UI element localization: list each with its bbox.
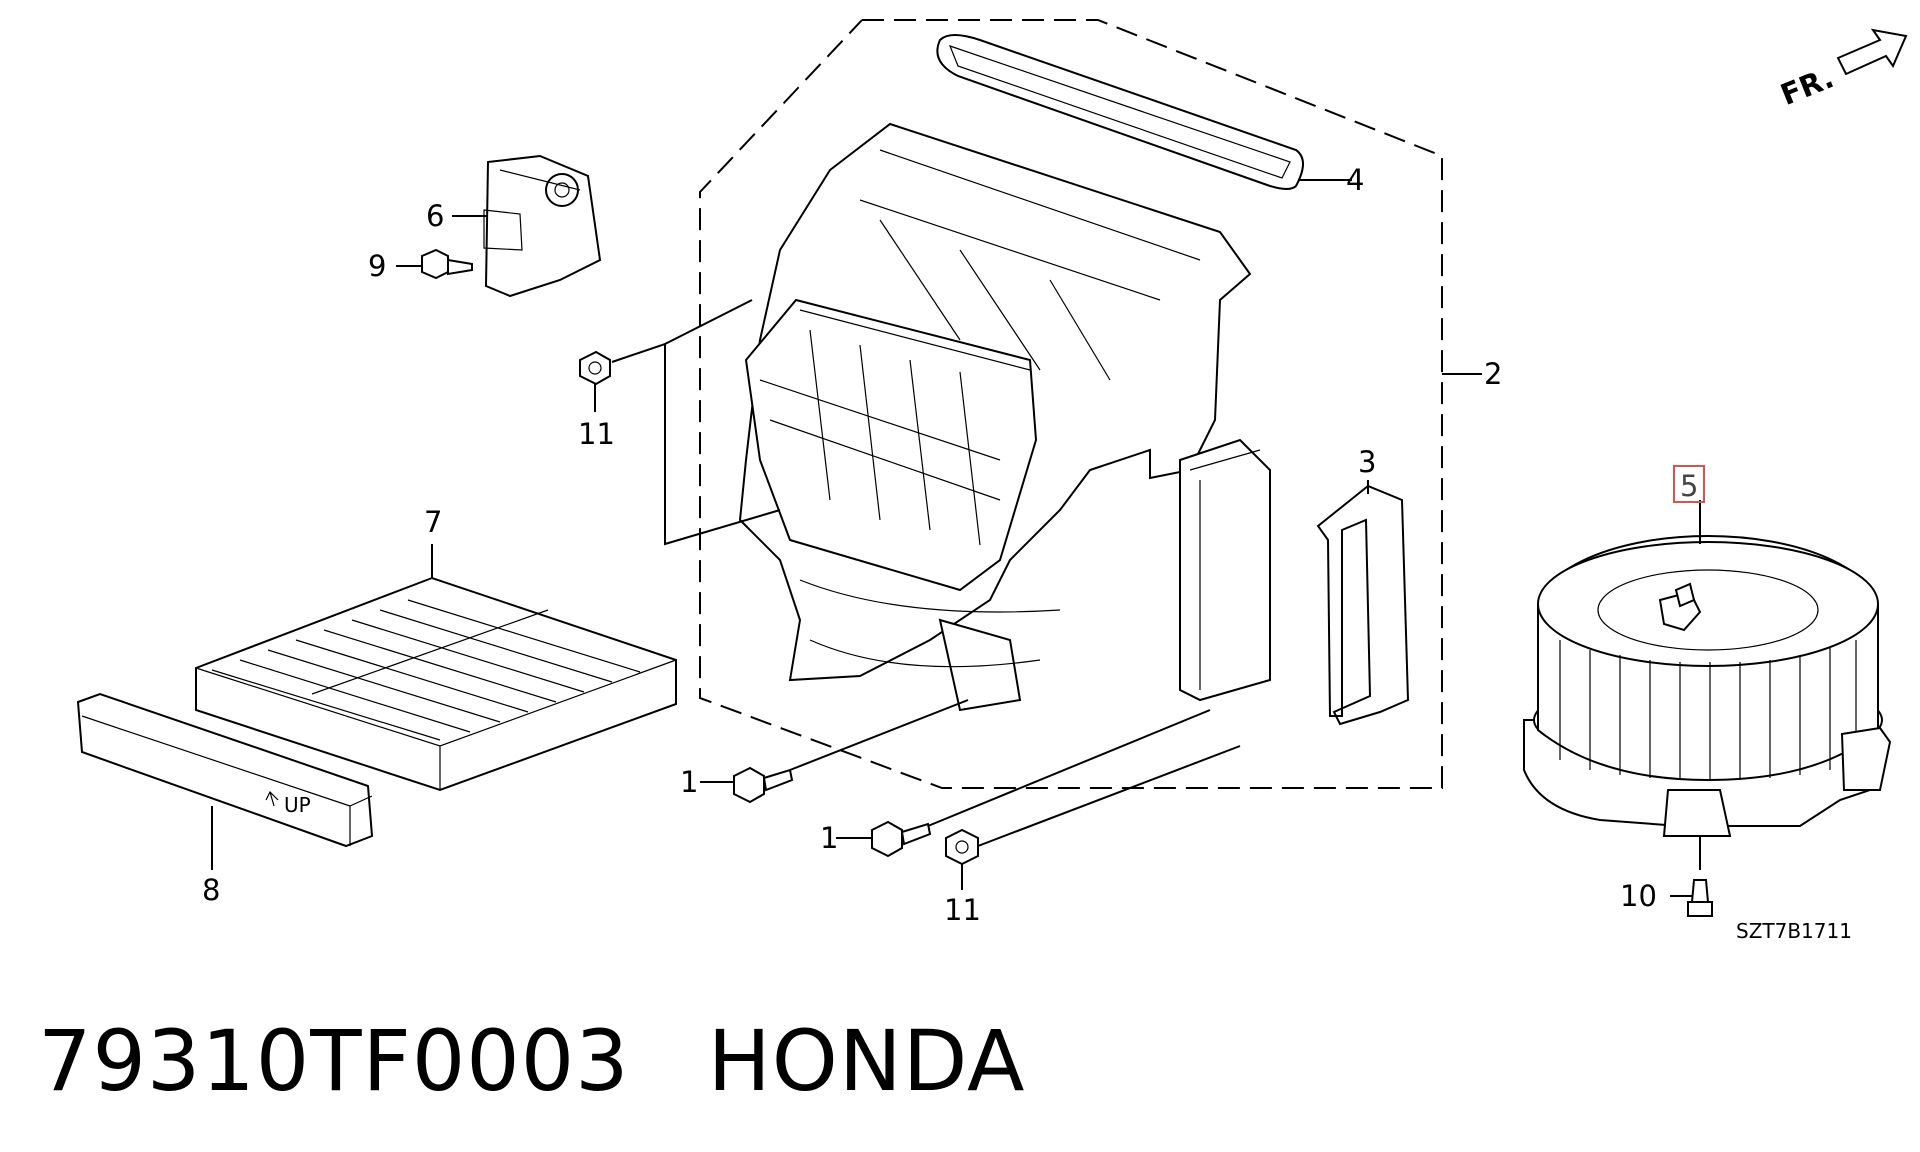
part-9-screw xyxy=(421,248,473,280)
diagram-code: SZT7B1711 xyxy=(1736,919,1852,943)
callout-11-upper: 11 xyxy=(578,417,615,451)
callout-4: 4 xyxy=(1346,163,1364,197)
callout-5: 5 xyxy=(1680,469,1698,503)
part-5-blower-motor xyxy=(1523,535,1892,837)
part-6-actuator xyxy=(483,154,602,298)
callout-6: 6 xyxy=(426,199,444,233)
part-2-blower-housing xyxy=(738,122,1271,712)
callout-10: 10 xyxy=(1620,879,1657,913)
front-direction-arrow: FR. xyxy=(1776,28,1908,112)
part-10-screw xyxy=(1687,879,1713,917)
callout-11-lower: 11 xyxy=(944,893,981,927)
part-8-cover: UP xyxy=(76,692,374,848)
leader-1-upper-ext xyxy=(789,699,969,771)
brand-name: HONDA xyxy=(707,1012,1026,1110)
leader-1-lower-ext xyxy=(927,709,1211,827)
direction-label: FR. xyxy=(1776,60,1839,112)
callout-1-lower: 1 xyxy=(820,821,838,855)
callout-9: 9 xyxy=(368,249,386,283)
part-11-nut-lower xyxy=(945,828,979,866)
part-number: 79310TF0003 xyxy=(38,1012,630,1110)
assembly-boundary xyxy=(699,19,1443,789)
leader-11-lower-ext xyxy=(977,745,1241,847)
part-11-nut-upper xyxy=(579,350,611,386)
part-7-filter xyxy=(195,576,677,792)
part-4-gasket xyxy=(936,34,1304,190)
part-3-seal xyxy=(1316,484,1410,726)
panel-up-text: UP xyxy=(284,793,311,817)
leader-11-upper-bracket xyxy=(611,342,781,546)
highlight-box-5 xyxy=(1673,465,1705,503)
callout-1-upper: 1 xyxy=(680,765,698,799)
callout-7: 7 xyxy=(424,505,442,539)
callout-3: 3 xyxy=(1358,445,1376,479)
callout-2: 2 xyxy=(1484,357,1502,391)
leader-11-upper-branch xyxy=(664,299,753,345)
callout-8: 8 xyxy=(202,873,220,907)
part-1-bolt-upper xyxy=(733,766,794,804)
footer-caption: 79310TF0003 HONDA xyxy=(38,1012,1025,1110)
part-1-bolt-lower xyxy=(871,820,932,858)
